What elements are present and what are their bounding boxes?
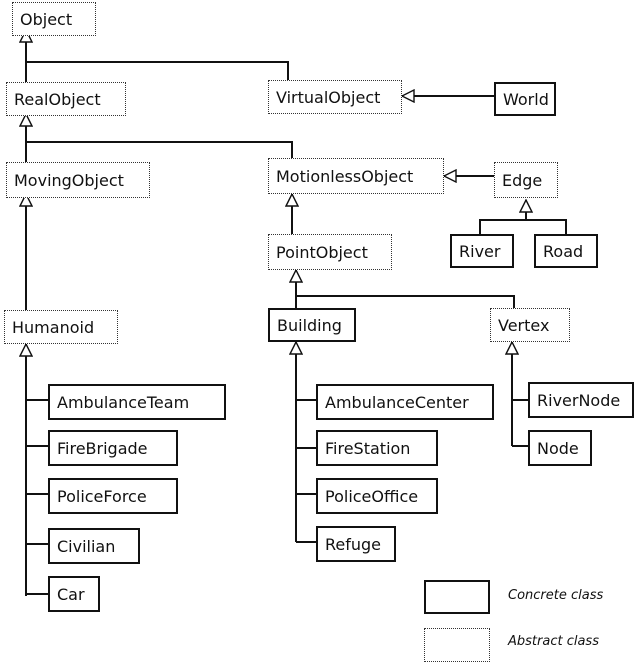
class-world-label: World xyxy=(503,89,549,109)
class-vertex: Vertex xyxy=(490,308,570,342)
class-virtualobject-label: VirtualObject xyxy=(276,87,381,107)
edge-virtualobject-object xyxy=(26,61,289,80)
class-rivernode-label: RiverNode xyxy=(537,390,621,410)
class-firebrigade: FireBrigade xyxy=(48,430,178,466)
class-object: Object xyxy=(12,2,96,36)
class-rivernode: RiverNode xyxy=(528,382,634,418)
legend-concrete-label: Concrete class xyxy=(508,588,604,603)
edge-road-edge xyxy=(526,219,567,236)
class-refuge-label: Refuge xyxy=(325,534,382,554)
class-realobject-label: RealObject xyxy=(14,89,101,109)
class-policeoffice-label: PoliceOffice xyxy=(325,486,419,506)
class-firebrigade-label: FireBrigade xyxy=(57,438,148,458)
class-node-label: Node xyxy=(537,438,579,458)
class-civilian-label: Civilian xyxy=(57,536,116,556)
class-edge: Edge xyxy=(494,162,558,198)
class-movingobject-label: MovingObject xyxy=(14,170,124,190)
class-movingobject: MovingObject xyxy=(6,162,150,198)
legend-abstract-swatch xyxy=(424,628,490,662)
class-motionlessobject: MotionlessObject xyxy=(268,158,444,194)
class-firestation-label: FireStation xyxy=(325,438,411,458)
class-ambulanceteam: AmbulanceTeam xyxy=(48,384,226,420)
class-car-label: Car xyxy=(57,584,85,604)
legend-concrete-swatch xyxy=(424,580,490,614)
class-building: Building xyxy=(268,308,356,342)
class-river: River xyxy=(450,234,514,268)
edge-vertex-pointobject xyxy=(296,295,515,310)
class-ambulanceteam-label: AmbulanceTeam xyxy=(57,392,190,412)
class-pointobject: PointObject xyxy=(268,234,392,270)
class-ambulancecenter: AmbulanceCenter xyxy=(316,384,494,420)
class-river-label: River xyxy=(459,241,501,261)
legend-abstract-label: Abstract class xyxy=(508,634,599,649)
class-humanoid-label: Humanoid xyxy=(12,317,95,337)
class-policeforce: PoliceForce xyxy=(48,478,178,514)
class-realobject: RealObject xyxy=(6,82,126,116)
class-edge-label: Edge xyxy=(502,170,543,190)
class-policeforce-label: PoliceForce xyxy=(57,486,147,506)
class-node: Node xyxy=(528,430,592,466)
class-pointobject-label: PointObject xyxy=(276,242,368,262)
class-road: Road xyxy=(534,234,598,268)
class-firestation: FireStation xyxy=(316,430,438,466)
class-humanoid: Humanoid xyxy=(4,310,118,344)
class-policeoffice: PoliceOffice xyxy=(316,478,438,514)
class-car: Car xyxy=(48,576,100,612)
edge-river-edge xyxy=(479,200,526,236)
class-building-label: Building xyxy=(277,315,342,335)
class-virtualobject: VirtualObject xyxy=(268,80,402,114)
class-object-label: Object xyxy=(20,9,73,29)
class-motionlessobject-label: MotionlessObject xyxy=(276,166,414,186)
class-world: World xyxy=(494,82,556,116)
class-road-label: Road xyxy=(543,241,584,261)
edge-motionlessobject-realobject xyxy=(26,141,293,160)
class-vertex-label: Vertex xyxy=(498,315,550,335)
class-refuge: Refuge xyxy=(316,526,396,562)
class-civilian: Civilian xyxy=(48,528,140,564)
class-ambulancecenter-label: AmbulanceCenter xyxy=(325,392,469,412)
